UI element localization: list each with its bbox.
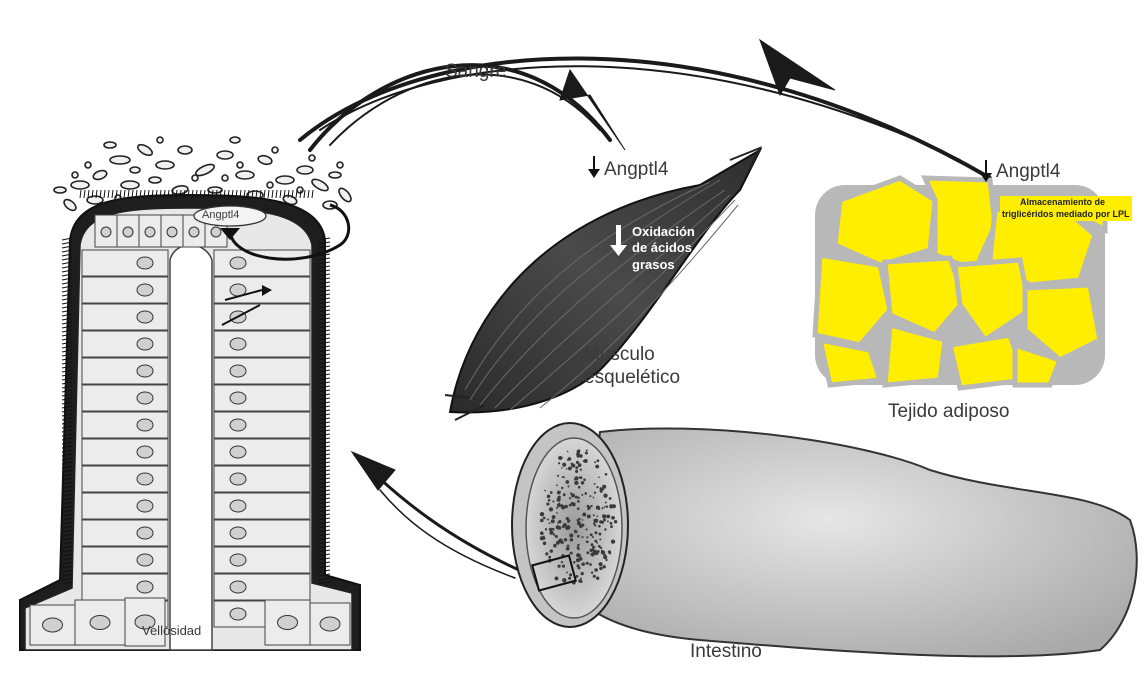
villus-cell: [214, 520, 310, 546]
villus-cell: [82, 466, 168, 492]
villus-cell: [214, 547, 310, 573]
villus-cell: [82, 493, 168, 519]
villus-label: Vellosidad: [142, 624, 201, 638]
lpl-note-line-1: Almacenamiento de: [1002, 197, 1130, 209]
angptl4-muscle-label: Angptl4: [604, 160, 668, 181]
villus-cell: [214, 412, 310, 438]
muscle-line-1: Músculo: [584, 344, 680, 367]
arrowhead-muscle: [560, 70, 625, 150]
villus-cell: [82, 331, 168, 357]
villus-cell: [214, 493, 310, 519]
villus-cell: [82, 439, 168, 465]
villus-cell: [82, 277, 168, 303]
oxidation-line-3: grasos: [632, 257, 695, 273]
villus-cell: [214, 466, 310, 492]
blood-label: Sangre: [445, 62, 506, 83]
villus-cell: [214, 439, 310, 465]
oxidation-line-2: de ácidos: [632, 240, 695, 256]
muscle-label: Músculo esquelético: [584, 344, 680, 390]
villus-cell: [82, 304, 168, 330]
villus-cell: [82, 574, 168, 600]
villus-cell: [214, 331, 310, 357]
oxidation-label: Oxidación de ácidos grasos: [632, 224, 695, 273]
villus-cell: [82, 250, 168, 276]
villus-cell: [82, 412, 168, 438]
villus-cell: [82, 547, 168, 573]
villus-cell: [214, 385, 310, 411]
angptl4-adipose-label: Angptl4: [996, 162, 1060, 183]
intestine: [512, 423, 1137, 656]
lpl-note-line-2: triglicéridos mediado por LPL: [1002, 209, 1130, 221]
villus-cell: [214, 304, 310, 330]
villus-cell: [214, 574, 310, 600]
lpl-storage-note: Almacenamiento de triglicéridos mediado …: [1000, 196, 1132, 221]
decrease-arrow-icon: [588, 156, 600, 178]
angptl4-villus-label: Angptl4: [202, 209, 239, 221]
oxidation-line-1: Oxidación: [632, 224, 695, 240]
villus-cell: [214, 250, 310, 276]
adipose-label: Tejido adiposo: [888, 402, 1009, 423]
intestine-label: Intestino: [690, 642, 762, 663]
decrease-arrow-icon: [980, 160, 992, 182]
villus-cell: [82, 358, 168, 384]
villus-cell: [82, 385, 168, 411]
villus-cell: [82, 520, 168, 546]
muscle-line-2: esquelético: [584, 367, 680, 390]
villus-cell: [214, 358, 310, 384]
